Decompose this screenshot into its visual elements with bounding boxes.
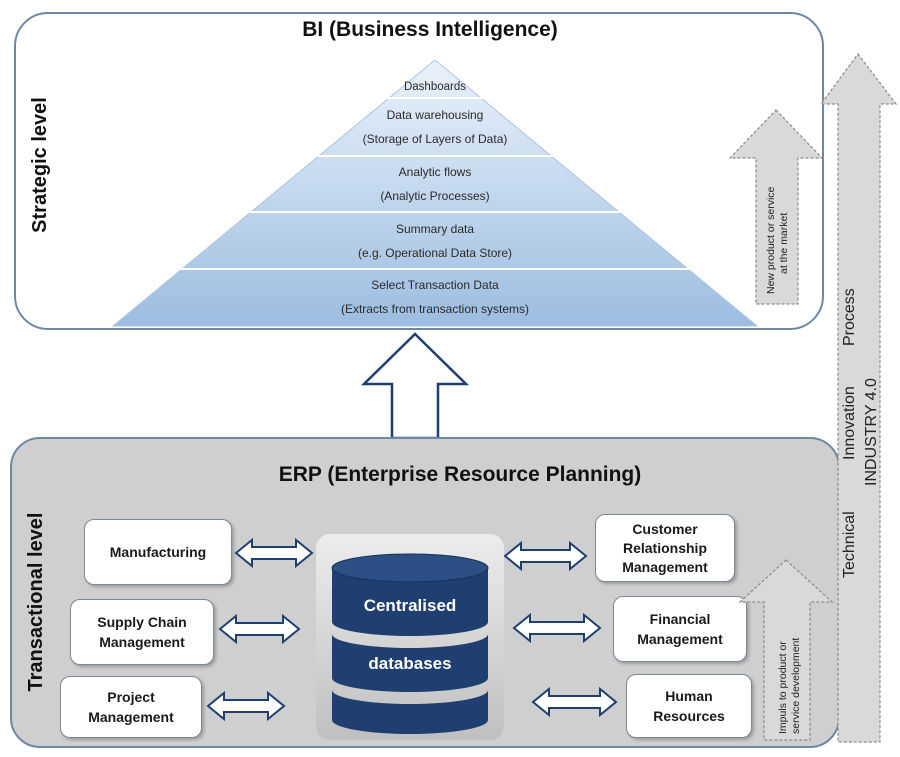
- project-label-2: Management: [88, 709, 174, 725]
- supply-chain-label-1: Supply Chain: [97, 614, 187, 630]
- database-text-1: Centralised: [364, 596, 457, 615]
- pyramid-layer-warehousing-sub: (Storage of Layers of Data): [363, 132, 508, 146]
- transactional-level-text: Transactional level: [25, 513, 47, 692]
- new-product-text-2: at the market: [778, 213, 790, 274]
- database-text-2: databases: [368, 654, 451, 673]
- impuls-arrow-shape: [738, 559, 834, 741]
- manufacturing-label: Manufacturing: [109, 544, 207, 560]
- new-product-arrow: New product or service at the market: [728, 109, 824, 305]
- double-arrow-crm: [503, 540, 588, 572]
- double-arrow-hr: [531, 686, 618, 718]
- double-arrow-project: [206, 690, 286, 722]
- human-resources-box: Human Resources: [626, 674, 752, 738]
- hr-label-2: Resources: [653, 708, 725, 724]
- industry-arrow-shape: [819, 52, 898, 743]
- double-arrow-financial: [512, 612, 602, 644]
- new-product-arrow-shape: [728, 109, 824, 305]
- financial-management-box: Financial Management: [613, 596, 747, 662]
- hr-label-1: Human: [665, 688, 713, 704]
- double-arrow-supply-chain: [218, 613, 301, 645]
- strategic-level-text: Strategic level: [29, 97, 51, 233]
- new-product-text-1: New product or service: [765, 186, 777, 294]
- transactional-level-label: Transactional level: [25, 513, 47, 692]
- project-management-box: Project Management: [60, 676, 202, 738]
- crm-box: Customer Relationship Management: [595, 514, 735, 582]
- impuls-text-1: Impuls to product or: [777, 641, 789, 734]
- industry-word-technical: Technical: [841, 511, 858, 578]
- pyramid-layer-analytic: Analytic flows: [399, 165, 472, 179]
- supply-chain-label-2: Management: [99, 634, 185, 650]
- pyramid-layer-analytic-sub: (Analytic Processes): [380, 189, 489, 203]
- financial-label-2: Management: [637, 631, 723, 647]
- database-segment: [332, 634, 488, 692]
- industry-word-process: Process: [841, 288, 858, 346]
- bi-title: BI (Business Intelligence): [302, 18, 558, 41]
- pyramid-layer-dashboards: Dashboards: [404, 81, 466, 93]
- pyramid-layer-summary: Summary data: [396, 222, 474, 236]
- industry-arrow: Technical Innovation Process INDUSTRY 4.…: [819, 52, 898, 743]
- strategic-level-label: Strategic level: [29, 97, 51, 233]
- financial-label-1: Financial: [649, 611, 711, 627]
- bi-pyramid: Dashboards Data warehousing (Storage of …: [95, 60, 775, 327]
- pyramid-layer-summary-sub: (e.g. Operational Data Store): [358, 246, 512, 260]
- pyramid-layer-warehousing: Data warehousing: [387, 108, 484, 122]
- impuls-text-2: service development: [790, 638, 802, 734]
- database-top: [331, 553, 489, 583]
- database-segment: [332, 568, 488, 636]
- pyramid-layer-select-sub: (Extracts from transaction systems): [341, 302, 529, 316]
- database-segment: [332, 690, 488, 734]
- industry-word-innovation: Innovation: [841, 386, 858, 460]
- project-label-1: Project: [107, 689, 155, 705]
- crm-label-2: Relationship: [622, 539, 707, 556]
- pyramid-shape: [111, 60, 759, 327]
- industry-label: INDUSTRY 4.0: [863, 378, 880, 486]
- manufacturing-box: Manufacturing: [84, 519, 232, 585]
- erp-title: ERP (Enterprise Resource Planning): [278, 463, 642, 486]
- crm-label-1: Customer: [632, 520, 698, 537]
- impuls-arrow: Impuls to product or service development: [738, 559, 834, 741]
- pyramid-layer-select: Select Transaction Data: [371, 278, 499, 292]
- crm-label-3: Management: [622, 558, 708, 575]
- centralised-database: Centralised databases: [316, 534, 504, 740]
- double-arrow-manufacturing: [234, 537, 314, 569]
- supply-chain-box: Supply Chain Management: [70, 599, 214, 665]
